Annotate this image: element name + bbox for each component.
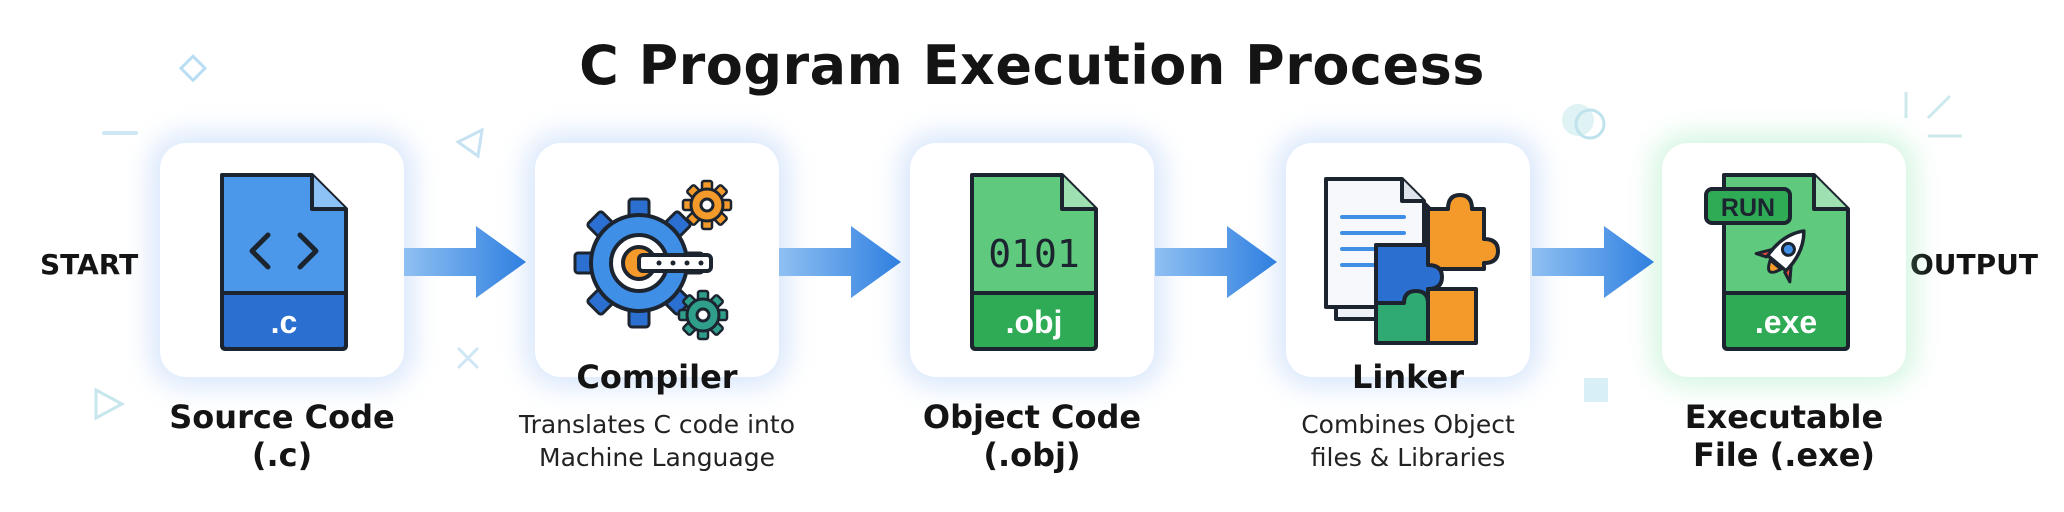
compiler-description: Translates C code into Machine Language (477, 408, 837, 474)
binary-symbol: 0101 (988, 232, 1080, 276)
linker-card (1286, 143, 1530, 377)
start-label: START (40, 248, 139, 281)
object-code-ext: (.obj) (983, 436, 1081, 474)
linker-desc-line2: files & Libraries (1310, 443, 1506, 472)
output-label: OUTPUT (1910, 248, 2038, 281)
linker-description: Combines Object files & Libraries (1228, 408, 1588, 474)
executable-ext: File (.exe) (1692, 436, 1876, 474)
run-badge: RUN (1721, 194, 1775, 222)
circles-decoration-icon (1562, 104, 1606, 140)
object-file-tag: .obj (1006, 304, 1063, 340)
sparkle-decoration-icon (1904, 92, 1962, 138)
file-binary-icon: 0101 .obj (970, 173, 1098, 351)
source-code-name: Source Code (169, 398, 395, 436)
exe-file-tag: .exe (1755, 304, 1817, 340)
source-code-title: Source Code (.c) (132, 398, 432, 474)
square-decoration-icon (1584, 378, 1608, 402)
arrow-right-icon (779, 226, 901, 298)
source-file-tag: .c (271, 304, 298, 340)
play-decoration-icon (94, 387, 126, 421)
file-code-icon: .c (220, 173, 348, 351)
arrow-right-icon (404, 226, 526, 298)
gear-key-icon (573, 179, 733, 341)
compiler-desc-line1: Translates C code into (518, 410, 795, 439)
linker-title: Linker (1351, 358, 1465, 396)
dash-decoration-icon (102, 131, 138, 135)
diagram-title: C Program Execution Process (579, 34, 1485, 97)
executable-name: Executable (1684, 398, 1884, 436)
arrow-right-icon (1532, 226, 1654, 298)
compiler-title: Compiler (576, 358, 738, 396)
object-code-card: 0101 .obj (910, 143, 1154, 377)
object-code-name: Object Code (922, 398, 1142, 436)
executable-card: RUN .exe (1662, 143, 1906, 377)
executable-title: Executable File (.exe) (1634, 398, 1934, 474)
object-code-title: Object Code (.obj) (882, 398, 1182, 474)
source-code-ext: (.c) (251, 436, 313, 474)
compiler-card (535, 143, 779, 377)
linker-desc-line1: Combines Object (1301, 410, 1515, 439)
arrow-right-icon (1155, 226, 1277, 298)
compiler-desc-line2: Machine Language (539, 443, 775, 472)
source-code-card: .c (160, 143, 404, 377)
cross-decoration-icon (456, 346, 480, 370)
diamond-decoration-icon (178, 54, 208, 83)
rocket-file-icon: RUN .exe (1704, 173, 1850, 351)
triangle-decoration-icon (455, 127, 484, 159)
puzzle-documents-icon (1324, 177, 1500, 345)
